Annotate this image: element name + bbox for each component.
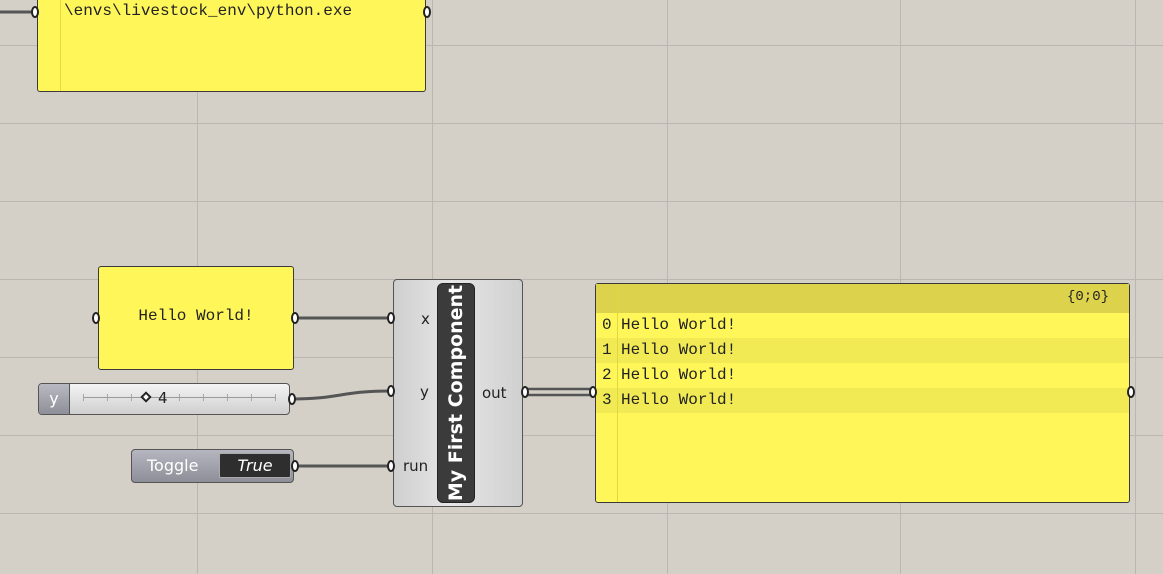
panel-margin-rule [617,284,618,502]
hello-panel[interactable]: Hello World! [98,266,294,370]
output-label-out: out [482,384,507,402]
my-first-component[interactable]: x y run My First Component out [393,279,523,507]
output-grip[interactable] [423,6,431,18]
grid-line [0,279,1163,280]
wire-slider-to-y[interactable] [291,389,392,401]
hello-panel-text: Hello World! [138,307,254,325]
input-label-x: x [421,310,430,328]
slider-tick [251,394,252,401]
output-panel[interactable]: {0;0} 0 Hello World! 1 Hello World! 2 He… [595,283,1130,503]
wire-out-to-panel[interactable] [527,387,592,397]
output-grip-out[interactable] [521,386,529,398]
boolean-toggle[interactable]: Toggle True [131,449,294,483]
slider-value: 4 [158,389,168,407]
list-index: 2 [602,366,612,384]
slider-name: y [39,384,70,414]
input-grip[interactable] [589,386,597,398]
output-grip[interactable] [288,393,296,405]
grid-line [0,123,1163,124]
input-grip[interactable] [92,312,100,324]
list-item: 0 Hello World! [596,313,1129,338]
list-value: Hello World! [621,341,737,359]
toggle-value-button[interactable]: True [219,453,291,478]
input-grip[interactable] [31,6,39,18]
input-grip-run[interactable] [387,460,395,472]
panel-header: {0;0} [596,284,1129,313]
number-slider[interactable]: y 4 [38,383,290,415]
slider-tick [275,394,276,401]
diamond-icon[interactable] [140,391,152,403]
python-path-text: \envs\livestock_env\python.exe [64,2,353,20]
slider-tick [83,394,84,401]
grid-line [0,201,1163,202]
slider-tick [107,394,108,401]
panel-margin-rule [60,0,61,91]
grid-line [0,435,1163,436]
input-grip-y[interactable] [387,385,395,397]
grid-line [0,45,1163,46]
list-value: Hello World! [621,366,737,384]
slider-tick [179,394,180,401]
slider-tick [203,394,204,401]
slider-track[interactable] [83,394,276,401]
grid-line [0,357,1163,358]
slider-tick [131,394,132,401]
list-value: Hello World! [621,391,737,409]
component-title-bar[interactable]: My First Component [437,283,475,503]
grid-line [0,513,1163,514]
toggle-name: Toggle [147,456,199,475]
list-item: 2 Hello World! [596,363,1129,388]
list-value: Hello World! [621,316,737,334]
input-grip-x[interactable] [387,312,395,324]
list-index: 1 [602,341,612,359]
input-label-run: run [403,457,429,475]
python-path-panel[interactable]: \envs\livestock_env\python.exe [37,0,426,92]
output-grip[interactable] [291,460,299,472]
slider-tick [227,394,228,401]
output-grip[interactable] [291,312,299,324]
grid-line [1135,0,1136,574]
input-label-y: y [420,383,429,401]
list-index: 0 [602,316,612,334]
list-item: 1 Hello World! [596,338,1129,363]
list-item: 3 Hello World! [596,388,1129,413]
data-path: {0;0} [1066,289,1109,305]
output-grip[interactable] [1127,386,1135,398]
list-index: 3 [602,391,612,409]
component-title: My First Component [445,284,467,502]
